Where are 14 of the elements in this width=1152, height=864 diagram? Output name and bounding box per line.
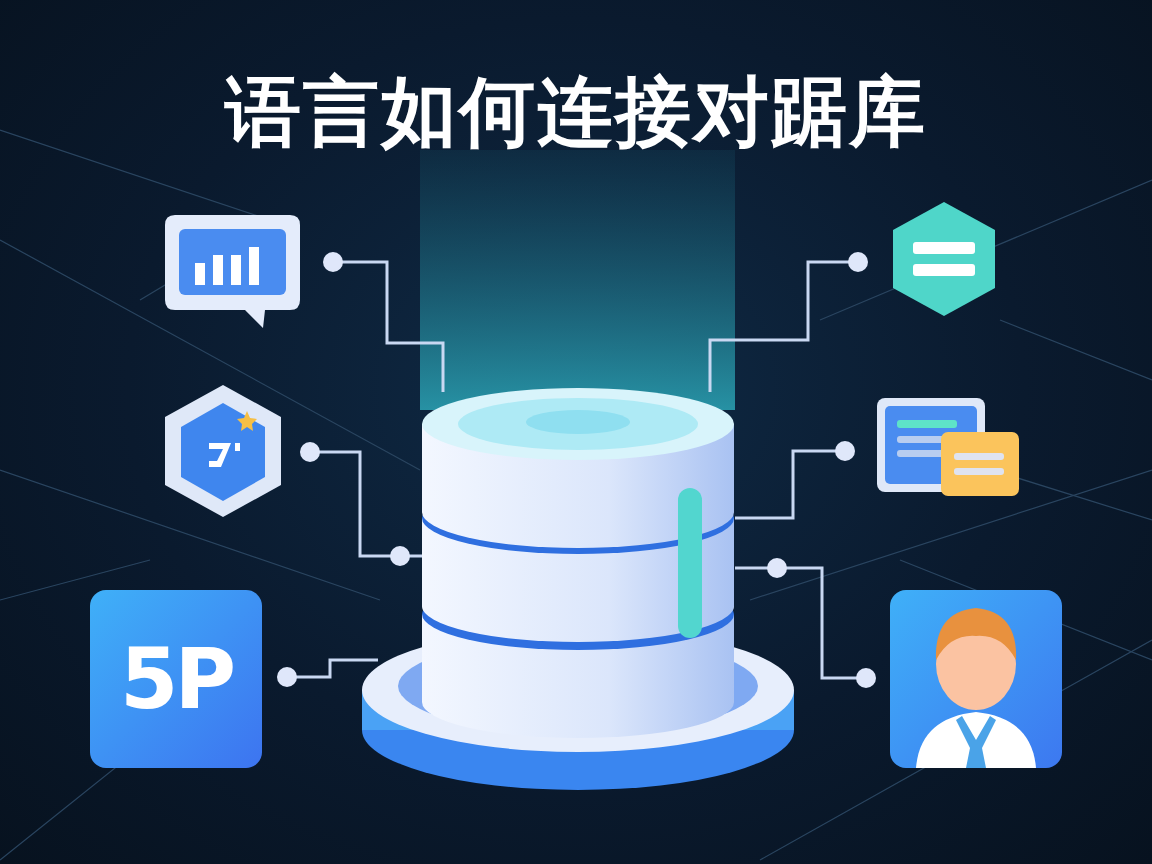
document-cards-icon: [877, 398, 1019, 498]
connector-line: [277, 658, 378, 687]
chart-bubble-icon: [165, 215, 300, 328]
title: 语言如何连接对踞库: [225, 67, 927, 156]
connector-line: [300, 442, 422, 566]
app-tile: [90, 590, 262, 768]
person-avatar: [890, 590, 1062, 768]
connector-line: [735, 558, 876, 688]
connector-line: [735, 441, 855, 520]
tile-label: 5P: [120, 630, 232, 728]
hexagon-badge-icon: [165, 385, 281, 517]
hexagon-menu-icon: [893, 202, 995, 316]
database-drawing: [360, 150, 796, 792]
connector-line: [708, 252, 868, 392]
